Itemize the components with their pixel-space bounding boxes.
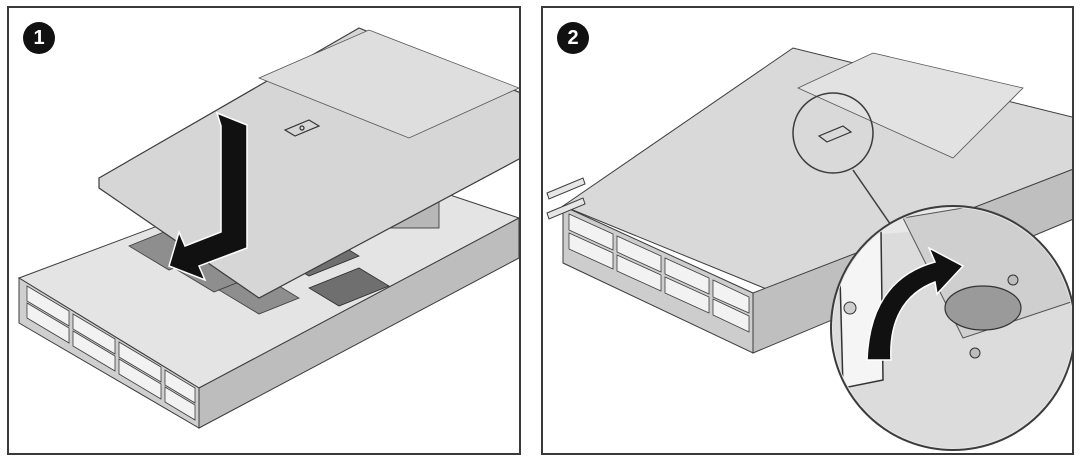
step-1-panel: 1 [7,6,521,455]
latch-release-illustration [546,47,1072,451]
latch-screw [843,301,857,315]
latch-callout-small [792,92,874,174]
callout-leader [852,169,894,229]
step-2-panel: 2 [541,6,1074,455]
cover-panel-outline [257,29,519,139]
cover-latch-icon [283,119,321,137]
release-latch-icon [817,125,853,143]
chassis-side [198,217,519,429]
cover-panel-outline [797,52,1024,159]
down-then-left-arrow-icon [168,111,248,282]
step-1-badge: 1 [23,22,55,54]
drive-bays [26,285,196,421]
slide-rails [546,177,586,220]
step-2-badge: 2 [557,22,589,54]
latch-hole [944,285,1022,331]
curved-rotate-arrow-icon [866,246,965,361]
drive-bays [568,213,750,333]
server-cover-removal-illustration [17,27,519,429]
